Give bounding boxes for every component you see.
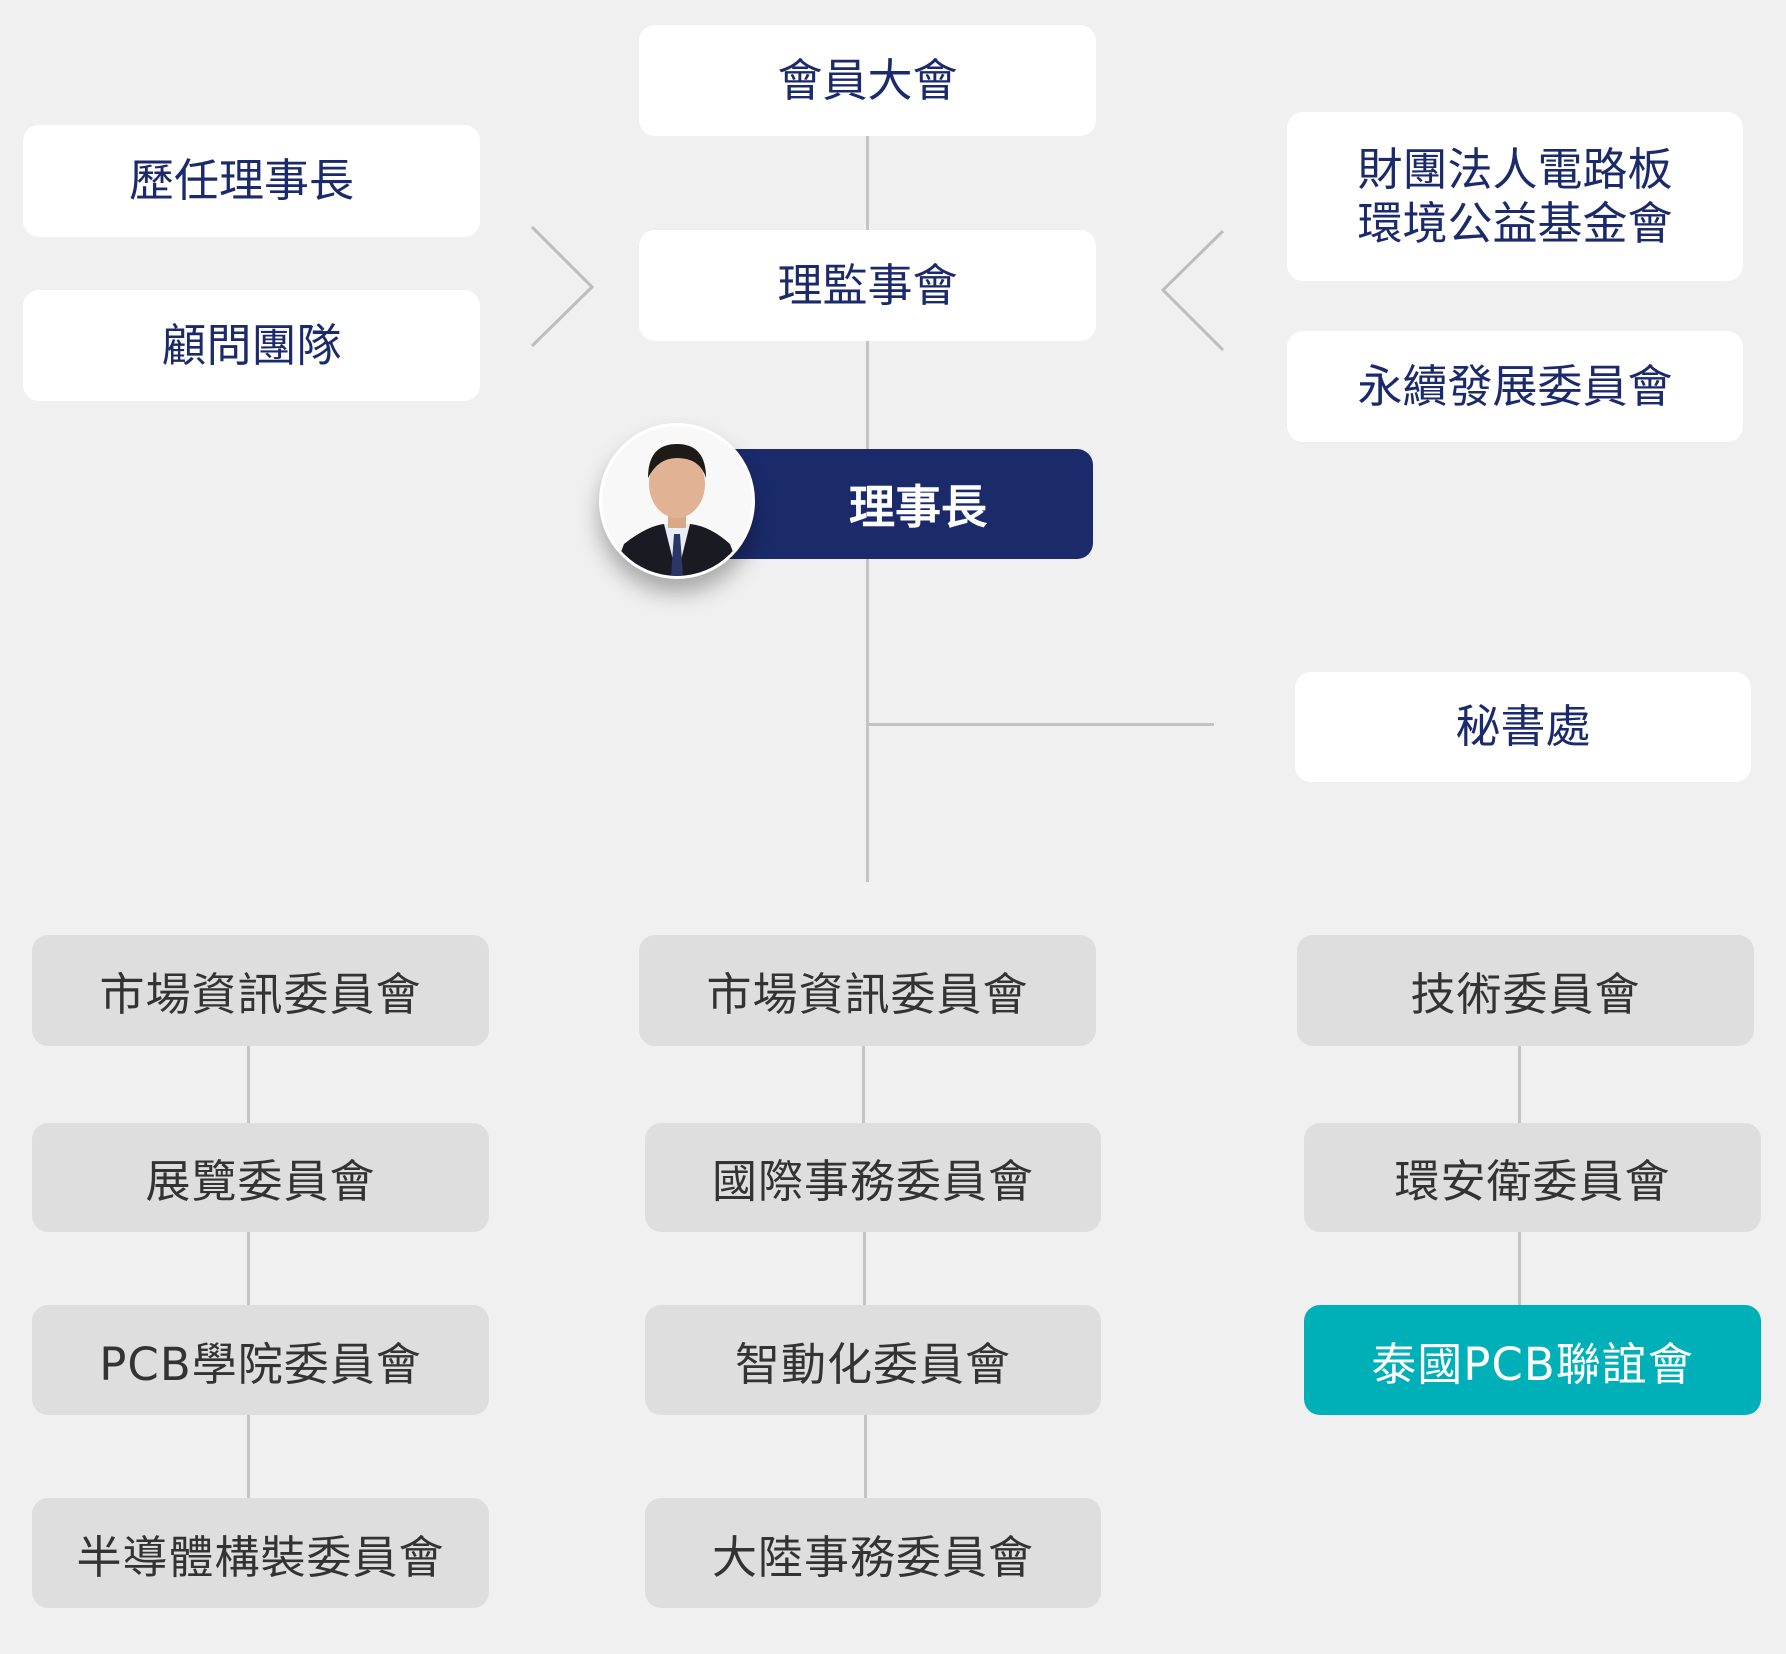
sustainability-box[interactable]: 永續發展委員會	[1287, 331, 1743, 442]
committee-label: 展覽委員會	[145, 1155, 376, 1208]
committee-middle-4[interactable]: 大陸事務委員會	[645, 1498, 1101, 1608]
committee-middle-3[interactable]: 智動化委員會	[645, 1305, 1101, 1415]
former-chairmen-label: 歷任理事長	[128, 154, 354, 207]
committee-left-4[interactable]: 半導體構裝委員會	[32, 1498, 489, 1608]
connector-right-1	[1518, 1046, 1521, 1123]
chairman-photo	[599, 423, 755, 579]
chairman-label: 理事長	[849, 480, 987, 534]
advisors-box[interactable]: 顧問團隊	[23, 290, 480, 401]
general-assembly-box[interactable]: 會員大會	[639, 25, 1096, 136]
secretariat-label: 秘書處	[1455, 700, 1591, 753]
connector-middle-1	[862, 1046, 865, 1123]
connector-right-2	[1518, 1232, 1521, 1305]
committee-label: 國際事務委員會	[711, 1155, 1034, 1208]
committee-left-3[interactable]: PCB學院委員會	[32, 1305, 489, 1415]
connector-middle-3	[864, 1415, 867, 1498]
general-assembly-label: 會員大會	[777, 53, 958, 107]
foundation-box[interactable]: 財團法人電路板 環境公益基金會	[1287, 112, 1743, 281]
connector-left-3	[247, 1415, 250, 1498]
committee-left-2[interactable]: 展覽委員會	[32, 1123, 489, 1232]
person-portrait-icon	[602, 426, 752, 576]
committee-label: 智動化委員會	[734, 1337, 1011, 1391]
committee-right-3-highlighted[interactable]: 泰國PCB聯誼會	[1304, 1305, 1761, 1415]
committee-middle-2[interactable]: 國際事務委員會	[645, 1123, 1101, 1232]
connector-left-1	[247, 1046, 250, 1123]
connector-left-2	[247, 1232, 250, 1305]
committee-label: 環安衛委員會	[1394, 1155, 1671, 1208]
connector-middle-2	[863, 1232, 866, 1305]
connector-secretariat	[867, 723, 1214, 726]
board-label: 理監事會	[777, 258, 958, 312]
committee-label: 市場資訊委員會	[99, 968, 422, 1021]
committee-left-1[interactable]: 市場資訊委員會	[32, 935, 489, 1046]
committee-right-2[interactable]: 環安衛委員會	[1304, 1123, 1761, 1232]
former-chairmen-box[interactable]: 歷任理事長	[23, 125, 480, 237]
committee-label: 半導體構裝委員會	[76, 1530, 445, 1584]
committee-label: 市場資訊委員會	[706, 968, 1029, 1021]
committee-middle-1[interactable]: 市場資訊委員會	[639, 935, 1096, 1046]
foundation-label-line1: 財團法人電路板	[1357, 142, 1673, 196]
committee-label: PCB學院委員會	[99, 1337, 422, 1391]
committee-label: 泰國PCB聯誼會	[1371, 1337, 1694, 1391]
committee-label: 大陸事務委員會	[711, 1530, 1034, 1584]
committee-right-1[interactable]: 技術委員會	[1297, 935, 1754, 1046]
advisors-label: 顧問團隊	[161, 318, 342, 372]
sustainability-label: 永續發展委員會	[1357, 359, 1673, 413]
committee-label: 技術委員會	[1410, 968, 1641, 1021]
secretariat-box[interactable]: 秘書處	[1295, 672, 1751, 782]
chevron-right-icon	[530, 225, 1225, 352]
board-box[interactable]: 理監事會	[639, 230, 1096, 341]
foundation-label-line2: 環境公益基金會	[1357, 196, 1673, 250]
